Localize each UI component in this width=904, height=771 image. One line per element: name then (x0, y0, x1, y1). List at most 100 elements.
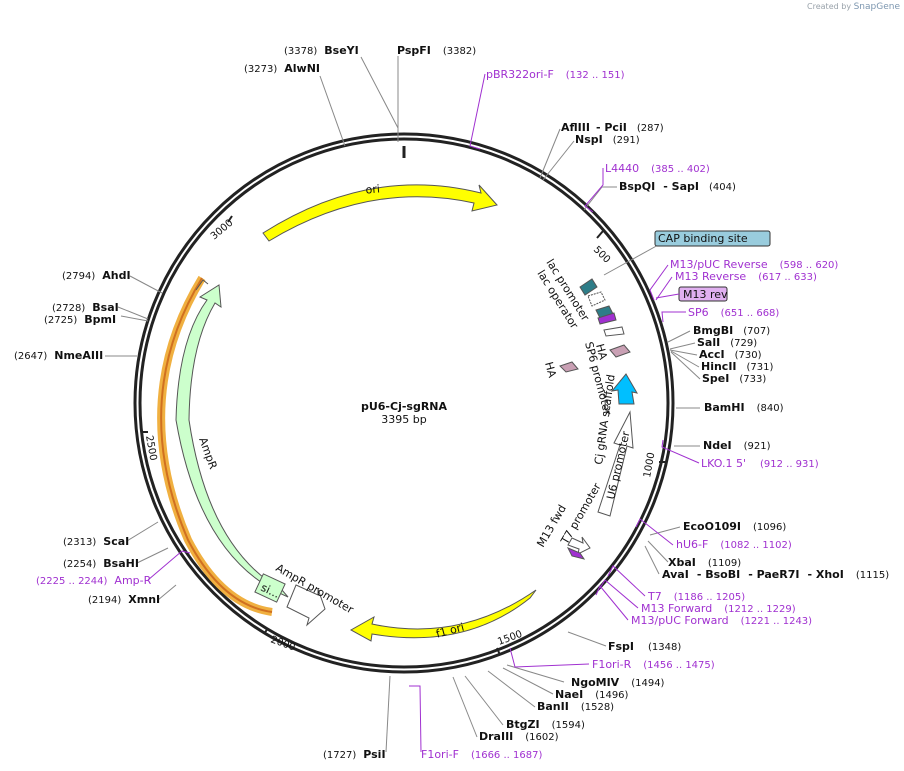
ampr-feature-arrow (175, 284, 289, 598)
enzyme-fspi: FspI(1348) (608, 640, 681, 653)
leader-f1ori-f (409, 685, 422, 753)
primer-amp-r: (2225 .. 2244)Amp-R (36, 574, 152, 587)
ori-feature-arrow (262, 184, 498, 242)
primer-f1ori-r: F1ori-R(1456 .. 1475) (592, 658, 715, 671)
primer-m13-reverse: M13 Reverse(617 .. 633) (675, 270, 817, 283)
primer-m13-puc-forward: M13/pUC Forward(1221 .. 1243) (631, 614, 812, 627)
cap-binding-site-label: CAP binding site (658, 232, 748, 245)
leader-sp6 (661, 311, 686, 323)
enzyme-btgzi: BtgZI(1594) (506, 718, 585, 731)
enzyme-naei: NaeI(1496) (555, 688, 629, 701)
backbone-outer (133, 132, 675, 674)
enzyme-scai: (2313)ScaI (63, 535, 129, 548)
tick-label-500: 500 (591, 244, 612, 265)
leader-bpmi (120, 315, 149, 322)
ha-arrow-right (609, 344, 631, 358)
leader-spei (670, 351, 701, 380)
enzyme-banii: BanII(1528) (537, 700, 614, 713)
cap-leader (603, 243, 661, 276)
enzyme-nmeaiii: (2647)NmeAIII (14, 349, 103, 362)
enzyme-ecoo109i: EcoO109I(1096) (683, 520, 786, 533)
primer-f1ori-f: F1ori-F(1666 .. 1687) (421, 748, 542, 761)
leader-sali (669, 342, 696, 350)
cap-site-marker (579, 278, 598, 296)
m13-rev-label: M13 rev (683, 288, 728, 301)
leader-ngomiv (506, 664, 565, 683)
tick-label-2500: 2500 (143, 435, 158, 462)
leader-nspi (542, 140, 575, 181)
enzyme-leaders (105, 56, 701, 753)
ha-label-left: HA (542, 360, 559, 379)
leader-m13-forward (599, 579, 639, 609)
m13-rev-leader (655, 293, 680, 299)
leader-acci (669, 349, 698, 356)
leader-hu6-f (635, 518, 674, 546)
ori-label: ori (365, 182, 380, 196)
enzyme-sali: SalI(729) (697, 336, 757, 349)
enzyme-bmgbi: BmgBI(707) (693, 324, 770, 337)
sp6-promoter-arrow (603, 326, 625, 337)
primer-pbr322ori-f: pBR322ori-F(132 .. 151) (486, 68, 625, 81)
leader-naei (502, 667, 554, 695)
enzyme-bspqi: BspQI- SapI(404) (619, 180, 736, 193)
leader-l4440 (584, 168, 604, 213)
snapgene-credit: Created by SnapGene (807, 2, 900, 12)
primer-hu6-f: hU6-F(1082 .. 1102) (676, 538, 792, 551)
tick-mark-500 (596, 230, 604, 239)
primer-m13-forward: M13 Forward(1212 .. 1229) (641, 602, 796, 615)
signal-sequence-box (254, 573, 286, 603)
leader-t7 (607, 565, 646, 597)
ha-label-right: HA (593, 342, 610, 361)
cap-binding-site-box (654, 230, 771, 247)
f1ori-feature-arrow (349, 589, 537, 642)
enzyme-nspi: NspI(291) (575, 133, 640, 146)
snapgene-logo: SnapGene (853, 2, 900, 12)
leader-amp-r (147, 550, 191, 581)
leader-afliii (539, 128, 561, 179)
enzyme-spei: SpeI(733) (702, 372, 766, 385)
enzyme-pspfi: PspFI(3382) (397, 44, 476, 57)
enzyme-xbai: XbaI(1109) (668, 556, 741, 569)
m13-fwd-arrow (566, 547, 586, 560)
tick-mark-3000 (227, 215, 233, 223)
leader-fspi (567, 631, 607, 647)
primer-t7: T7(1186 .. 1205) (647, 590, 745, 603)
enzyme-alwni: (3273)AlwNI (244, 62, 320, 75)
enzyme-bsai: (2728)BsaI (52, 301, 119, 314)
primer-leaders (147, 73, 700, 753)
tick-label-2000: 2000 (269, 634, 297, 653)
leader-psii (385, 675, 391, 753)
leader-bsahi (136, 547, 169, 564)
tick-mark-1500 (496, 647, 501, 656)
leader-bseyi (360, 56, 399, 142)
plasmid-size: 3395 bp (381, 413, 426, 426)
enzyme-bsahi: (2254)BsaHI (63, 557, 139, 570)
leader-m13-puc-forward (595, 585, 629, 621)
enzyme-avai: AvaI- BsoBI- PaeR7I- XhoI(1115) (662, 568, 889, 581)
leader-lko (661, 439, 700, 464)
scaffold-arrow (610, 373, 638, 405)
backbone-inner (138, 137, 670, 669)
leader-xmni (157, 584, 177, 601)
leader-banii (487, 670, 536, 708)
t7-promoter-arrow (567, 536, 591, 555)
leader-ecoo109i (649, 526, 681, 536)
leader-scai (126, 521, 159, 542)
leader-ahdi (129, 275, 163, 294)
leader-m13-puc-reverse (649, 264, 669, 301)
leader-btgzi (464, 675, 504, 726)
lac-promoter-arrow (587, 291, 606, 307)
tick-label-1000: 1000 (642, 452, 657, 479)
u6-promoter-arrow (597, 410, 634, 517)
leader-xbai (647, 540, 669, 563)
enzyme-draiii: DraIII(1602) (479, 730, 559, 743)
leader-draiii (452, 676, 478, 738)
leader-avai (644, 545, 660, 575)
tick-mark-2000 (263, 627, 269, 635)
leader-bsai (117, 306, 149, 320)
primer-sp6: SP6(651 .. 668) (688, 306, 779, 319)
plasmid-name: pU6-Cj-sgRNA (361, 400, 448, 413)
enzyme-bseyi: (3378)BseYI (284, 44, 359, 57)
leader-pbr322ori-f (469, 73, 486, 150)
